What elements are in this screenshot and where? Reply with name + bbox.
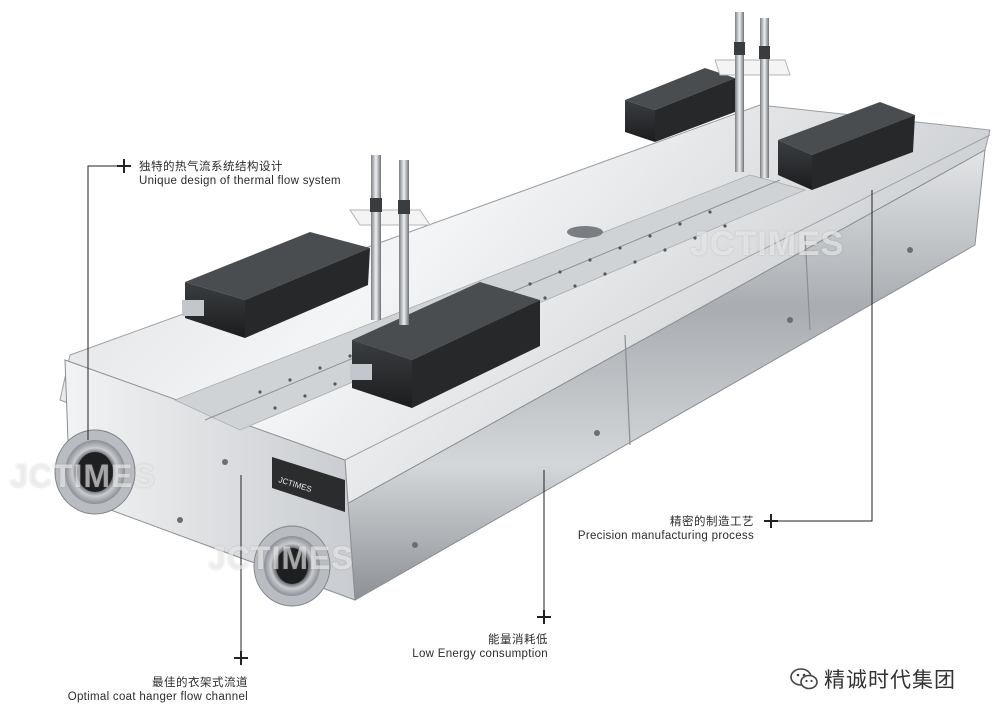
- callout-thermal: 独特的热气流系统结构设计 Unique design of thermal fl…: [139, 160, 341, 189]
- callout-hanger: 最佳的衣架式流道 Optimal coat hanger flow channe…: [40, 676, 248, 705]
- callout-energy-cn: 能量消耗低: [488, 634, 548, 646]
- heater-box-left: [182, 232, 370, 338]
- heater-box-rear: [625, 68, 735, 142]
- callout-energy: 能量消耗低 Low Energy consumption: [380, 633, 548, 662]
- plus-marker-energy: [537, 610, 551, 624]
- callout-energy-en: Low Energy consumption: [412, 648, 548, 661]
- watermark-left: JCTIMES: [10, 458, 156, 494]
- callout-hanger-cn: 最佳的衣架式流道: [152, 677, 248, 689]
- pipe-flange-lower: [253, 525, 331, 607]
- watermark-main: JCTIMES: [690, 225, 845, 263]
- wechat-icon: [790, 668, 818, 690]
- heater-box-center: [350, 282, 540, 408]
- watermark-bottom: JCTIMES: [208, 540, 354, 576]
- brand-plate: JCTIMES: [272, 457, 345, 512]
- callout-precision: 精密的制造工艺 Precision manufacturing process: [560, 515, 754, 544]
- pipe-flange-upper: [54, 429, 136, 515]
- plus-marker-thermal: [117, 159, 131, 173]
- plus-marker-precision: [764, 514, 778, 528]
- callout-thermal-en: Unique design of thermal flow system: [139, 175, 341, 188]
- callout-precision-en: Precision manufacturing process: [577, 530, 754, 543]
- callout-precision-cn: 精密的制造工艺: [670, 516, 754, 528]
- callout-hanger-en: Optimal coat hanger flow channel: [67, 691, 248, 704]
- brand-name: 精诚时代集团: [824, 668, 956, 692]
- callout-leaders: [87, 165, 873, 652]
- callout-thermal-cn: 独特的热气流系统结构设计: [139, 161, 283, 173]
- leader-thermal: [87, 165, 117, 440]
- adjust-rods-front: [349, 155, 431, 325]
- leader-precision: [776, 190, 873, 522]
- brand-footer: 精诚时代集团: [790, 664, 956, 694]
- heater-box-right: [778, 102, 915, 190]
- adjust-rods-rear: [714, 12, 791, 178]
- plus-marker-hanger: [234, 651, 248, 665]
